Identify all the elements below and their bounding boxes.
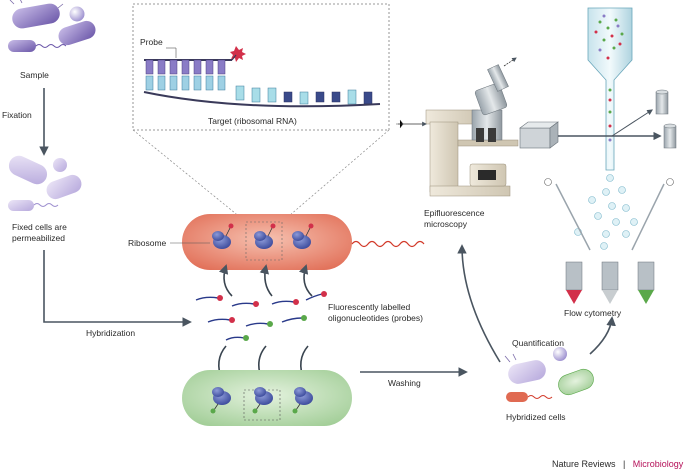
fixation-label: Fixation (2, 110, 32, 120)
target-label: Target (ribosomal RNA) (208, 116, 297, 126)
to-flow-cytometer-arrow (589, 316, 616, 355)
ribosome-label: Ribosome (128, 238, 167, 248)
hybridization-label: Hybridization (86, 328, 135, 338)
quantification-label: Quantification (512, 338, 564, 348)
probe-label: Probe (140, 37, 163, 47)
epifluorescence-label-line1: Epifluorescence (424, 208, 485, 218)
binding-arrows-up (219, 264, 313, 297)
to-microscope-arrow (457, 244, 501, 363)
flow-cytometer (519, 7, 677, 304)
ribosomes-green (210, 387, 313, 414)
hybridization-arrow (43, 250, 192, 327)
fixed-cells (8, 155, 82, 211)
microscope (396, 57, 519, 197)
sample-cells (8, 0, 96, 52)
fixed-cells-label-line1: Fixed cells are (12, 222, 67, 232)
credit-journal: Nature Reviews (552, 459, 616, 469)
rna-probe-inset (132, 3, 390, 223)
credit-line: Nature Reviews | Microbiology (552, 454, 684, 471)
probes-label-line1: Fluorescently labelled (328, 302, 410, 312)
epifluorescence-label-line2: microscopy (424, 219, 468, 229)
ribosomes-red (212, 223, 314, 249)
washing-label: Washing (388, 378, 421, 388)
credit-section: Microbiology (633, 459, 684, 469)
hybridized-cells-label: Hybridized cells (506, 412, 566, 422)
free-probes (195, 291, 327, 341)
fixed-cells-label-line2: permeabilized (12, 233, 65, 243)
credit-separator: | (623, 459, 625, 469)
sample-label: Sample (20, 70, 49, 80)
probes-label-line2: oligonucleotides (probes) (328, 313, 423, 323)
flow-cytometry-label: Flow cytometry (564, 308, 622, 318)
hybridized-cells (504, 347, 594, 402)
